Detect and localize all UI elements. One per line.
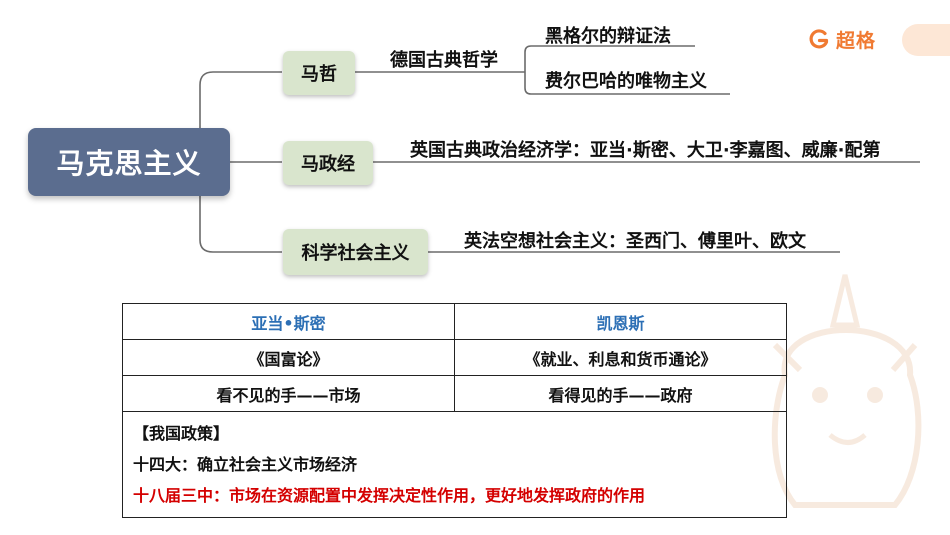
brand-name: 超格: [836, 29, 877, 52]
policy-cell: 【我国政策】 十四大：确立社会主义市场经济 十八届三中：市场在资源配置中发挥决定…: [122, 411, 787, 518]
policy-line-3rd-plenum: 十八届三中：市场在资源配置中发挥决定性作用，更好地发挥政府的作用: [133, 486, 646, 505]
table-row: 看不见的手——市场 看得见的手——政府: [122, 375, 787, 412]
detail-utopian-socialism: 英法空想社会主义：圣西门、傅里叶、欧文: [464, 231, 806, 252]
table-cell: 看不见的手——市场: [122, 375, 455, 412]
detail-british-economics: 英国古典政治经济学：亚当·斯密、大卫·李嘉图、威廉·配第: [410, 140, 881, 161]
leaf-feuerbach: 费尔巴哈的唯物主义: [545, 71, 707, 92]
comparison-table: 亚当•斯密 凯恩斯 《国富论》 《就业、利息和货币通论》 看不见的手——市场 看…: [122, 303, 787, 518]
mindmap-root-node: 马克思主义: [28, 128, 230, 196]
branch-node-mazhe: 马哲: [283, 51, 355, 95]
mindmap-connectors: [199, 45, 920, 253]
table-header-cell: 亚当•斯密: [122, 303, 455, 340]
branch-node-kexue-shehui-zhuyi: 科学社会主义: [283, 229, 428, 275]
table-header-row: 亚当•斯密 凯恩斯: [122, 303, 787, 340]
leaf-hegel: 黑格尔的辩证法: [545, 26, 671, 47]
policy-title: 【我国政策】: [133, 424, 230, 443]
table-policy-row: 【我国政策】 十四大：确立社会主义市场经济 十八届三中：市场在资源配置中发挥决定…: [122, 411, 787, 518]
logo-pill-decoration: [902, 24, 950, 56]
table-cell: 《就业、利息和货币通论》: [454, 339, 787, 376]
table-row: 《国富论》 《就业、利息和货币通论》: [122, 339, 787, 376]
policy-line-14th-congress: 十四大：确立社会主义市场经济: [133, 455, 358, 474]
table-cell: 看得见的手——政府: [454, 375, 787, 412]
table-cell: 《国富论》: [122, 339, 455, 376]
brand-g-icon: [809, 29, 829, 49]
table-header-cell: 凯恩斯: [454, 303, 787, 340]
branch-node-mazhengjing: 马政经: [283, 141, 373, 185]
sub-topic-german-philosophy: 德国古典哲学: [390, 50, 498, 71]
brand-logo: 超格: [808, 22, 876, 56]
